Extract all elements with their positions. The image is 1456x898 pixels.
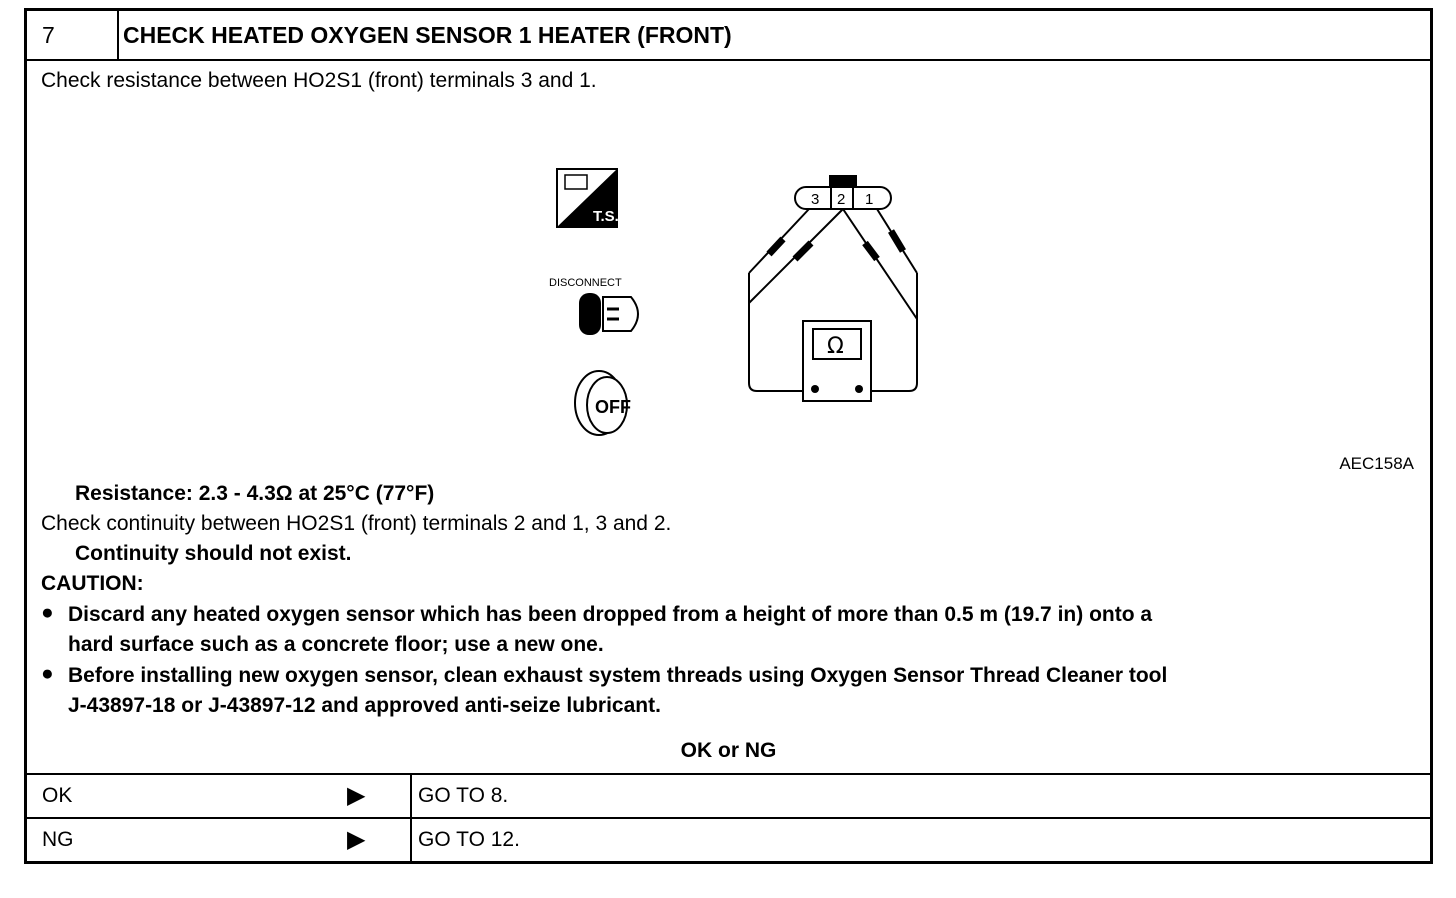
result-action: GO TO 8. — [410, 775, 508, 817]
off-icon-label: OFF — [595, 397, 631, 417]
result-header: OK or NG — [680, 739, 777, 762]
ts-icon: T.S. — [556, 168, 619, 228]
wiring-figure: T.S. DISCONNECT OFF 3 2 1 — [549, 168, 918, 436]
instruction-resistance: Check resistance between HO2S1 (front) t… — [41, 69, 597, 92]
caution-item-1-line-2: hard surface such as a concrete floor; u… — [68, 633, 604, 656]
caution-item-2-line-1: Before installing new oxygen sensor, cle… — [68, 664, 1168, 687]
terminal-3-label: 3 — [811, 191, 819, 208]
step-table: 7 CHECK HEATED OXYGEN SENSOR 1 HEATER (F… — [24, 8, 1433, 864]
disconnect-icon: DISCONNECT — [549, 277, 639, 335]
step-title: CHECK HEATED OXYGEN SENSOR 1 HEATER (FRO… — [123, 22, 732, 48]
result-key: OK — [42, 784, 73, 807]
sensor-connector: 3 2 1 — [794, 175, 892, 210]
arrow-right-icon: ▶ — [347, 826, 366, 853]
result-row-ng: NG ▶ GO TO 12. — [27, 817, 1430, 861]
caution-item-2-line-2: J-43897-18 or J-43897-12 and approved an… — [68, 694, 661, 717]
probe-leads — [748, 208, 918, 392]
figure-code: AEC158A — [1339, 454, 1414, 473]
result-key: NG — [42, 828, 74, 851]
ohmmeter: Ω — [802, 320, 872, 402]
resistance-spec: Resistance: 2.3 - 4.3Ω at 25°C (77°F) — [75, 482, 435, 505]
continuity-spec: Continuity should not exist. — [75, 542, 352, 565]
result-row-ok: OK ▶ GO TO 8. — [27, 773, 1430, 817]
ignition-off-icon: OFF — [574, 370, 631, 436]
caution-label: CAUTION: — [41, 572, 144, 595]
caution-item-1-line-1: Discard any heated oxygen sensor which h… — [68, 603, 1153, 626]
step-number: 7 — [27, 11, 119, 59]
ohm-symbol: Ω — [827, 334, 844, 359]
bullet-icon: ● — [41, 662, 54, 685]
result-action: GO TO 12. — [410, 819, 520, 861]
terminal-1-label: 1 — [865, 191, 873, 208]
arrow-right-icon: ▶ — [347, 782, 366, 809]
terminal-2-label: 2 — [837, 191, 845, 208]
bullet-icon: ● — [41, 601, 54, 624]
step-header: 7 CHECK HEATED OXYGEN SENSOR 1 HEATER (F… — [27, 11, 1430, 61]
ts-icon-label: T.S. — [593, 208, 619, 225]
instruction-continuity: Check continuity between HO2S1 (front) t… — [41, 512, 672, 535]
disconnect-icon-label: DISCONNECT — [549, 277, 622, 289]
